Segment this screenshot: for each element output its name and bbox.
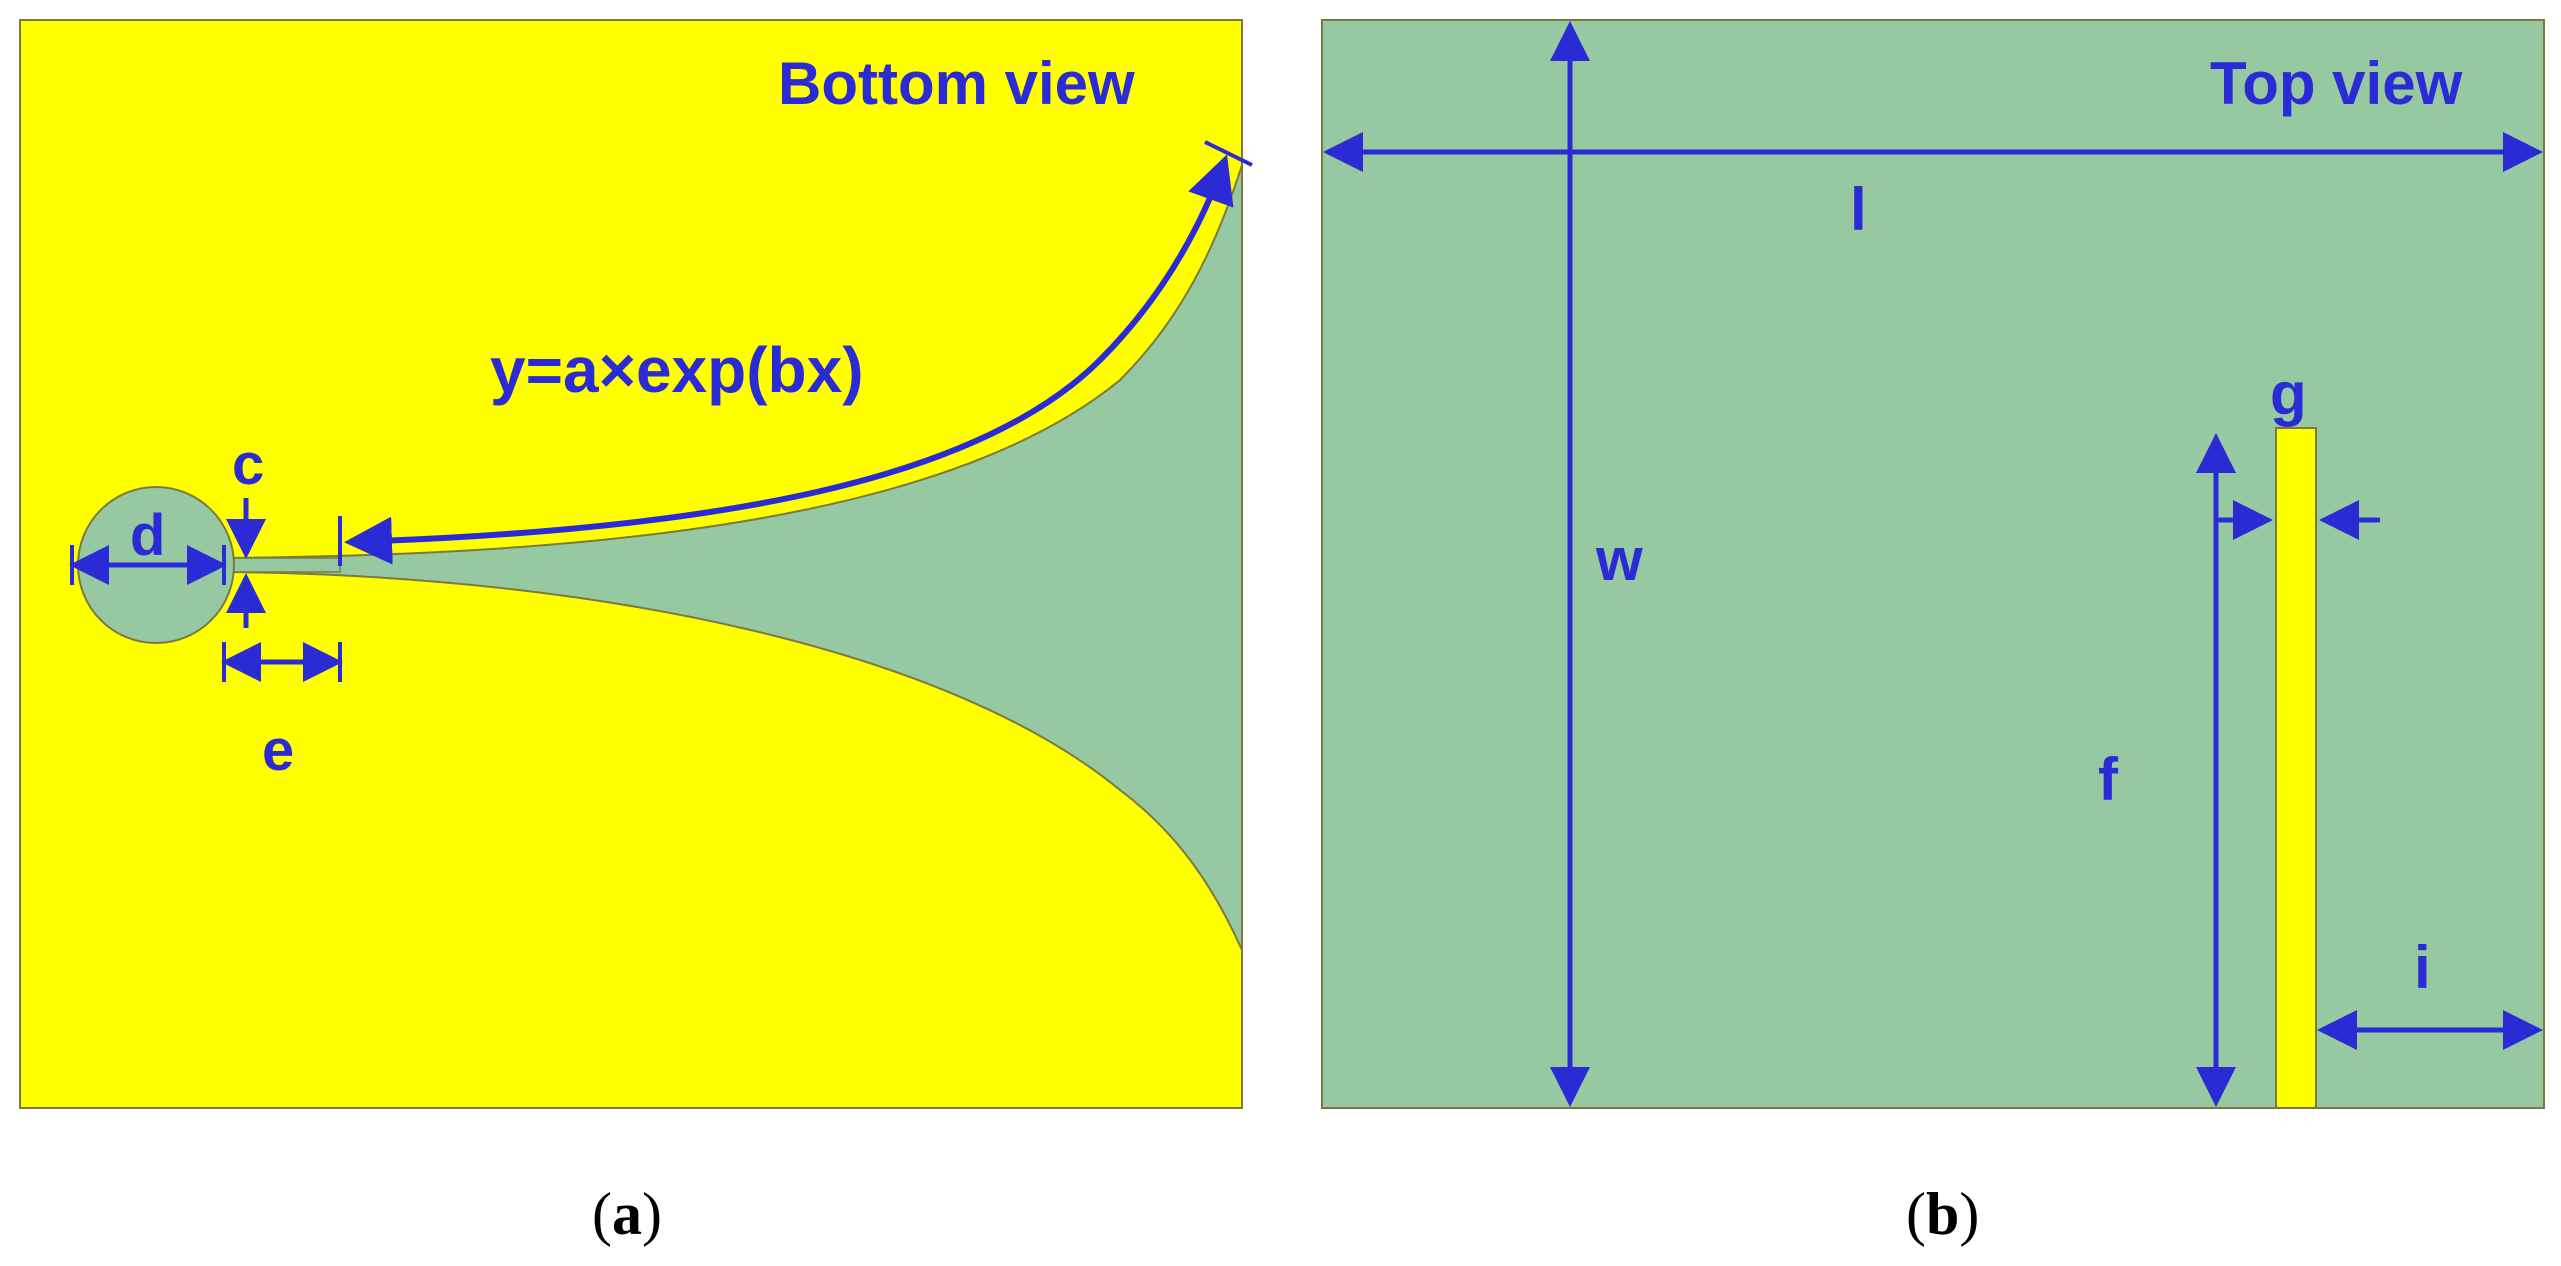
- label-w: w: [1595, 526, 1643, 593]
- curve-end-tick: [1204, 140, 1253, 167]
- label-i: i: [2414, 934, 2431, 1001]
- caption-b: (b): [1906, 1181, 1979, 1247]
- label-c: c: [232, 432, 264, 497]
- top-view-label: Top view: [2210, 50, 2463, 117]
- label-l: l: [1850, 176, 1867, 243]
- panel-b: l w f g i Top view (b): [1321, 19, 2545, 1247]
- panel-b-substrate: [1321, 19, 2545, 1109]
- caption-a: (a): [592, 1181, 662, 1247]
- label-e: e: [262, 718, 294, 783]
- label-f: f: [2098, 746, 2119, 813]
- curve-length-arrow: [344, 154, 1234, 565]
- slot-line: [221, 557, 341, 573]
- bottom-view-label: Bottom view: [778, 50, 1135, 117]
- label-g: g: [2270, 360, 2307, 427]
- panel-a: d c e y=a×exp(bx) Bottom view (a): [19, 19, 1253, 1247]
- microstrip-feed: [2275, 427, 2317, 1109]
- label-d: d: [130, 503, 165, 568]
- exponential-formula: y=a×exp(bx): [490, 334, 864, 406]
